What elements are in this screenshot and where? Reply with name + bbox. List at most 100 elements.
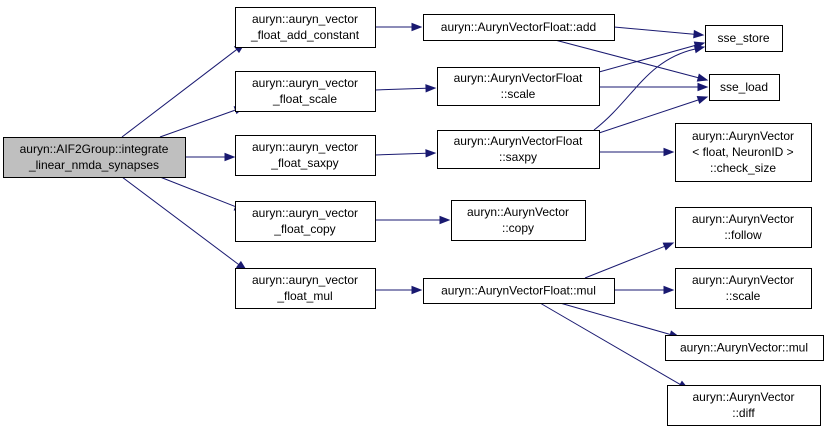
node-avf-add[interactable]: auryn::AurynVectorFloat::add (423, 14, 615, 41)
node-av-scale[interactable]: auryn::AurynVector::scale (675, 268, 812, 309)
edge-vfscale-to-avf_scale (374, 84, 437, 93)
nodes-layer: auryn::AIF2Group::integrate_linear_nmda_… (3, 7, 824, 426)
node-sse-store[interactable]: sse_store (705, 25, 783, 52)
edge-avf_scale-to-sse_load (599, 82, 709, 92)
node-label: auryn::AurynVectorFloat (454, 134, 583, 148)
edge-root-to-vfsaxpy (185, 152, 236, 162)
node-box (437, 67, 600, 106)
edge-arrowhead (439, 215, 451, 225)
edge-avf_add-to-sse_load (554, 39, 709, 82)
edge-add_constant-to-avf_add (375, 22, 423, 32)
node-label: ::diff (732, 406, 755, 420)
node-label: ::copy (502, 221, 534, 235)
edge-line (593, 48, 696, 131)
node-box (437, 130, 600, 169)
node-box (667, 385, 821, 426)
edge-arrowhead (662, 242, 675, 251)
node-av-follow[interactable]: auryn::AurynVector::follow (675, 207, 812, 248)
node-label: auryn::AurynVector (467, 205, 569, 219)
node-label: < float, NeuronID > (692, 145, 793, 159)
edge-line (613, 26, 695, 35)
edge-root-to-vfmul (121, 176, 248, 271)
edge-line (159, 109, 236, 138)
edge-avf_scale-to-sse_store (598, 41, 706, 73)
node-label: _linear_nmda_synapses (28, 158, 159, 172)
node-vfscale[interactable]: auryn::auryn_vector_float_scale (235, 71, 376, 112)
node-box (235, 7, 376, 48)
node-av-mul[interactable]: auryn::AurynVector::mul (665, 335, 824, 361)
node-avf-saxpy[interactable]: auryn::AurynVectorFloat::saxpy (437, 130, 600, 169)
node-box (423, 14, 615, 41)
node-label: sse_store (717, 31, 769, 45)
edge-avf_mul-to-av_scale (614, 285, 675, 295)
node-label: ::follow (724, 228, 762, 242)
edge-avf_mul-to-av_mul (559, 302, 681, 339)
node-label: auryn::AurynVector (692, 273, 794, 287)
node-box (3, 137, 186, 178)
edge-avf_saxpy-to-sse_store (593, 44, 706, 131)
edge-line (539, 302, 681, 385)
edge-line (374, 87, 427, 91)
edge-line (121, 49, 238, 138)
edge-line (598, 44, 696, 73)
edge-arrowhead (224, 152, 236, 162)
node-label: auryn::AurynVectorFloat (454, 71, 583, 85)
node-box (675, 207, 812, 248)
edge-line (554, 39, 699, 79)
edge-avf_mul-to-av_follow (584, 242, 675, 279)
node-label: auryn::AurynVector (692, 212, 794, 226)
node-box (451, 200, 586, 241)
edge-arrowhead (693, 44, 706, 54)
node-vfsaxpy[interactable]: auryn::auryn_vector_float_saxpy (235, 135, 376, 176)
edge-arrowhead (696, 73, 709, 82)
edge-vfcopy-to-av_copy (375, 215, 451, 225)
edge-vfsaxpy-to-avf_saxpy (374, 149, 437, 158)
node-check-size[interactable]: auryn::AurynVector< float, NeuronID >::c… (675, 123, 812, 182)
node-label: auryn::AurynVectorFloat::add (441, 20, 596, 34)
node-label: ::scale (726, 289, 761, 303)
edge-avf_saxpy-to-check_size (599, 147, 675, 157)
node-label: auryn::AurynVector::mul (680, 341, 808, 355)
edge-root-to-add_constant (121, 43, 246, 138)
edge-arrowhead (696, 95, 709, 105)
node-box (235, 71, 376, 112)
node-av-copy[interactable]: auryn::AurynVector::copy (451, 200, 586, 241)
node-label: auryn::auryn_vector (252, 12, 358, 26)
node-label: auryn::AurynVector (692, 390, 794, 404)
edges-layer (121, 22, 709, 390)
node-label: _float_mul (276, 289, 332, 303)
node-label: _float_saxpy (270, 156, 338, 170)
edge-arrowhead (697, 82, 709, 92)
node-vfmul[interactable]: auryn::auryn_vector_float_mul (235, 268, 376, 309)
node-label: ::scale (501, 87, 536, 101)
edge-line (374, 152, 427, 156)
edge-root-to-vfcopy (159, 176, 246, 211)
node-label: auryn::auryn_vector (252, 273, 358, 287)
node-root[interactable]: auryn::AIF2Group::integrate_linear_nmda_… (3, 137, 186, 178)
node-box (705, 25, 783, 52)
node-label: auryn::AIF2Group::integrate (20, 142, 169, 156)
edge-root-to-vfscale (159, 106, 246, 138)
node-box (235, 201, 376, 242)
edge-line (121, 176, 240, 265)
node-label: ::check_size (710, 161, 776, 175)
node-label: auryn::auryn_vector (252, 206, 358, 220)
node-label: auryn::AurynVector (692, 129, 794, 143)
node-sse-load[interactable]: sse_load (709, 74, 780, 101)
node-vfcopy[interactable]: auryn::auryn_vector_float_copy (235, 201, 376, 242)
node-av-diff[interactable]: auryn::AurynVector::diff (667, 385, 821, 426)
node-label: sse_load (720, 80, 768, 94)
node-avf-mul[interactable]: auryn::AurynVectorFloat::mul (423, 278, 615, 304)
node-box (423, 278, 615, 304)
node-avf-scale[interactable]: auryn::AurynVectorFloat::scale (437, 67, 600, 106)
node-add-constant[interactable]: auryn::auryn_vector_float_add_constant (235, 7, 376, 48)
node-box (709, 74, 780, 101)
node-label: auryn::AurynVectorFloat::mul (441, 284, 596, 298)
node-label: _float_add_constant (250, 28, 360, 42)
edge-arrowhead (425, 149, 437, 158)
edge-arrowhead (663, 285, 675, 295)
edge-arrowhead (425, 84, 437, 93)
node-box (235, 268, 376, 309)
edge-avf_add-to-sse_store (613, 26, 705, 39)
node-box (675, 123, 812, 182)
